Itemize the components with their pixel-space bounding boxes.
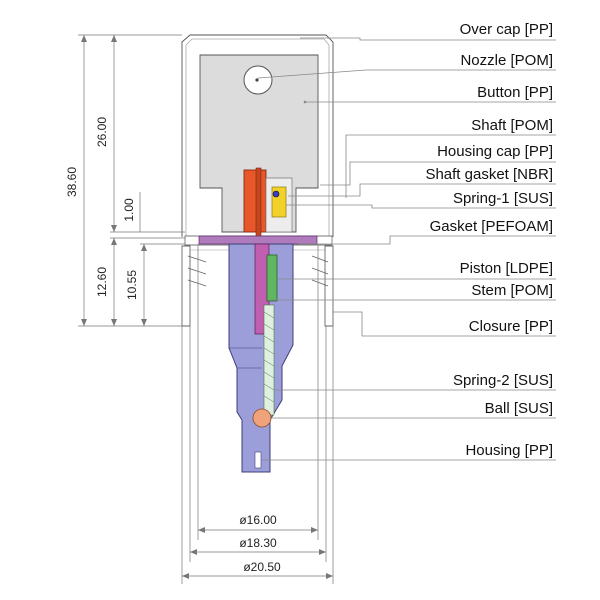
label-housing-cap: Housing cap [PP]	[437, 143, 553, 160]
spring-2	[263, 304, 275, 416]
label-piston: Piston [LDPE]	[460, 260, 553, 277]
dim-lower-height: 12.60	[95, 267, 109, 297]
label-gasket: Gasket [PEFOAM]	[430, 218, 553, 235]
ball	[252, 408, 272, 428]
dim-gap: 1.00	[122, 198, 136, 222]
dim-diameter-outer: ø20.50	[243, 560, 281, 574]
over-cap	[181, 34, 334, 237]
label-closure: Closure [PP]	[469, 318, 553, 335]
label-housing: Housing [PP]	[465, 442, 553, 459]
dim-upper-height: 26.00	[95, 117, 109, 147]
piston	[266, 254, 278, 302]
leader-lines	[257, 37, 556, 461]
label-shaft: Shaft [POM]	[471, 117, 553, 134]
diameter-dimensions: ø16.00 ø18.30 ø20.50	[181, 244, 334, 584]
label-nozzle: Nozzle [POM]	[460, 52, 553, 69]
dim-diameter-inner: ø16.00	[239, 513, 277, 527]
label-shaft-gasket: Shaft gasket [NBR]	[425, 166, 553, 183]
dim-diameter-mid: ø18.30	[239, 536, 277, 550]
gasket	[198, 235, 318, 245]
label-spring-2: Spring-2 [SUS]	[453, 372, 553, 389]
label-spring-1: Spring-1 [SUS]	[453, 190, 553, 207]
label-stem: Stem [POM]	[471, 282, 553, 299]
label-ball: Ball [SUS]	[485, 400, 553, 417]
shaft	[243, 167, 267, 304]
part-labels: Over cap [PP] Nozzle [POM] Button [PP] S…	[425, 21, 553, 459]
dim-total-height: 38.60	[65, 167, 79, 197]
shaft-gasket	[272, 190, 280, 198]
label-button: Button [PP]	[477, 84, 553, 101]
dim-closure-height: 10.55	[125, 270, 139, 300]
vertical-dimensions: 38.60 26.00 1.00 12.60 10.55	[65, 34, 185, 327]
label-over-cap: Over cap [PP]	[460, 21, 553, 38]
